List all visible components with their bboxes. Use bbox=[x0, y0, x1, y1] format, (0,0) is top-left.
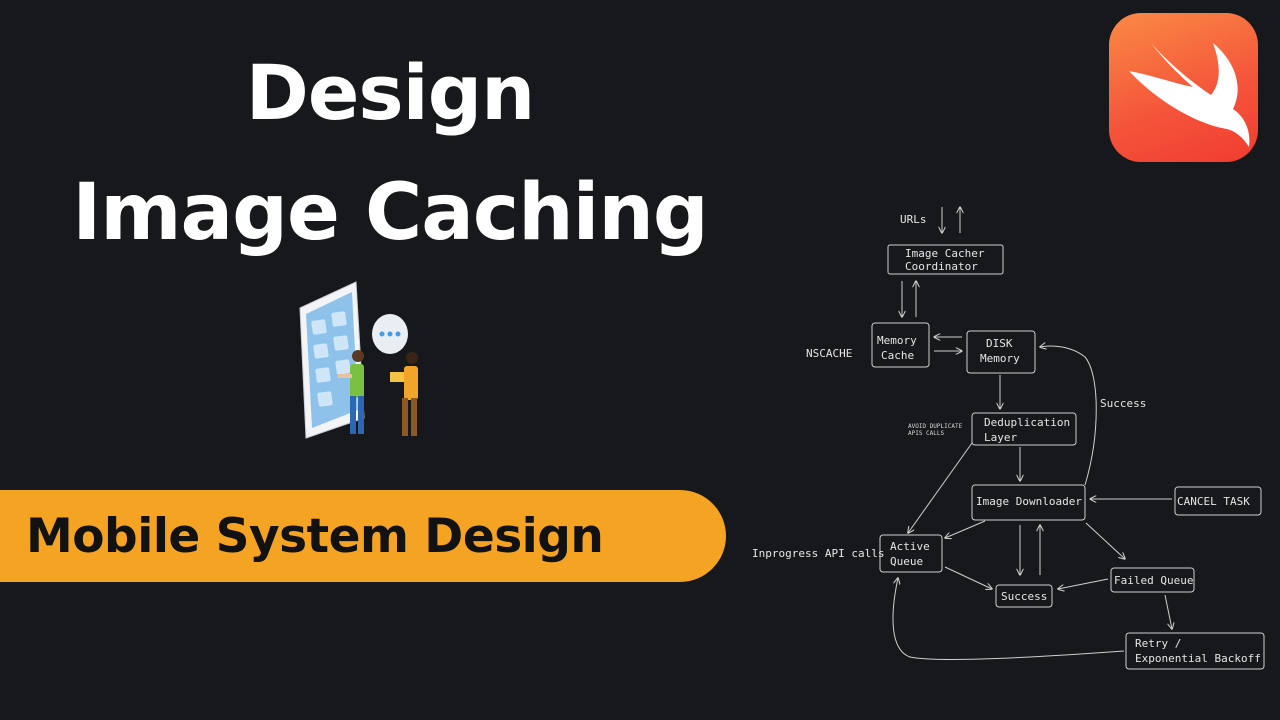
nscache-label: NSCACHE bbox=[806, 347, 852, 360]
active-label-2: Queue bbox=[890, 555, 923, 568]
disk-label-2: Memory bbox=[980, 352, 1020, 365]
swift-logo-icon bbox=[1109, 13, 1258, 162]
disk-memory-node bbox=[966, 330, 1036, 374]
disk-label-1: DISK bbox=[986, 337, 1013, 350]
cancel-task-node bbox=[1174, 486, 1262, 516]
coordinator-label-1: Image Cacher bbox=[905, 247, 985, 260]
urls-label: URLs bbox=[900, 213, 927, 226]
dedup-label-2: Layer bbox=[984, 431, 1017, 444]
cancel-label: CANCEL TASK bbox=[1177, 495, 1250, 508]
retry-node bbox=[1125, 632, 1265, 670]
active-queue-node bbox=[879, 534, 943, 573]
active-label-1: Active bbox=[890, 540, 930, 553]
person-orange-icon bbox=[390, 352, 418, 436]
architecture-diagram: URLs Image Cacher Coordinator Memory Cac… bbox=[740, 195, 1280, 685]
avoid-label-1: AVOID DUPLICATE bbox=[908, 423, 963, 430]
dedup-label-1: Deduplication bbox=[984, 416, 1070, 429]
person-green-icon bbox=[338, 350, 364, 434]
memory-cache-node bbox=[871, 322, 930, 368]
failed-queue-node bbox=[1110, 567, 1195, 593]
people-with-phone-illustration bbox=[292, 278, 442, 443]
phone-icon bbox=[299, 281, 365, 439]
downloader-label: Image Downloader bbox=[976, 495, 1082, 508]
success-top-label: Success bbox=[1100, 397, 1146, 410]
failed-label: Failed Queue bbox=[1114, 574, 1193, 587]
success-node-label: Success bbox=[1001, 590, 1047, 603]
avoid-label-2: APIS CALLS bbox=[908, 430, 945, 437]
title-line-2: Image Caching bbox=[72, 168, 709, 258]
subtitle-banner: Mobile System Design bbox=[0, 490, 726, 582]
chat-bubble-icon bbox=[372, 314, 408, 354]
retry-label-1: Retry / bbox=[1135, 637, 1181, 650]
dedup-node bbox=[971, 412, 1077, 446]
memory-label-2: Cache bbox=[881, 349, 914, 362]
banner-label: Mobile System Design bbox=[26, 508, 604, 564]
coordinator-label-2: Coordinator bbox=[905, 260, 978, 273]
coordinator-node bbox=[887, 244, 1004, 275]
memory-label-1: Memory bbox=[877, 334, 917, 347]
retry-label-2: Exponential Backoff bbox=[1135, 652, 1261, 665]
title-line-1: Design bbox=[245, 48, 535, 137]
success-node bbox=[995, 584, 1053, 608]
inprogress-label: Inprogress API calls bbox=[752, 547, 884, 560]
downloader-node bbox=[971, 484, 1086, 521]
